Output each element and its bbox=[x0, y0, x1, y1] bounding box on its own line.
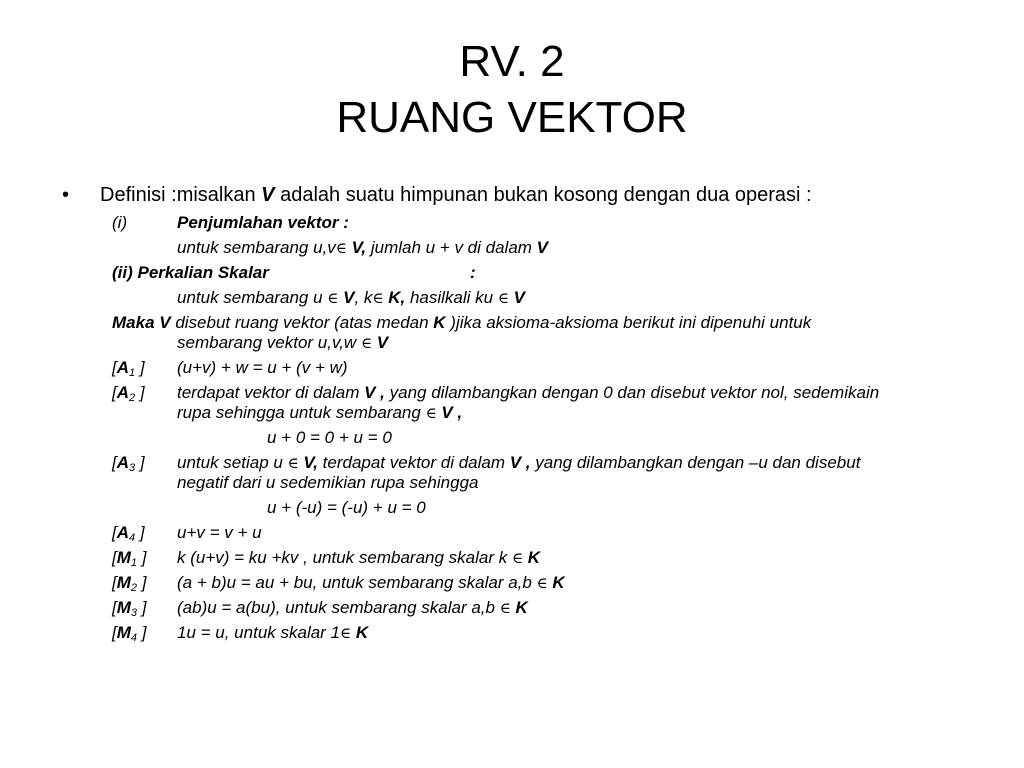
definition-bullet: • Definisi :misalkan V adalah suatu himp… bbox=[62, 182, 1002, 208]
axiom-m2: [M2 ] (a + b)u = au + bu, untuk sembaran… bbox=[112, 573, 565, 594]
axiom-a3: [A3 ] untuk setiap u ∈ V, terdapat vekto… bbox=[112, 453, 861, 492]
axiom-m3: [M3 ] (ab)u = a(bu), untuk sembarang ska… bbox=[112, 598, 528, 619]
axiom-m4-label: [M4 ] bbox=[112, 623, 147, 644]
operation-1-name: Penjumlahan vektor : bbox=[177, 213, 349, 232]
axiom-a4: [A4 ] u+v = v + u bbox=[112, 523, 262, 544]
axiom-a3-label: [A3 ] bbox=[112, 453, 145, 474]
title-line-2: RUANG VEKTOR bbox=[336, 93, 688, 142]
axiom-m1-label: [M1 ] bbox=[112, 548, 147, 569]
operation-1-label: (i) bbox=[112, 213, 128, 232]
operation-2-colon: : bbox=[470, 263, 476, 282]
axiom-a1: [A1 ] (u+v) + w = u + (v + w) bbox=[112, 358, 348, 379]
operation-1-line: untuk sembarang u,v∈ V, jumlah u + v di … bbox=[177, 238, 549, 257]
operation-1-heading: (i) Penjumlahan vektor : bbox=[62, 213, 1002, 233]
operation-2-label: (ii) Perkalian Skalar bbox=[112, 263, 269, 282]
definition-text: Definisi :misalkan V adalah suatu himpun… bbox=[100, 184, 812, 206]
title-line-1: RV. 2 bbox=[459, 37, 565, 86]
axiom-m2-label: [M2 ] bbox=[112, 573, 147, 594]
axiom-m4: [M4 ] 1u = u, untuk skalar 1∈ K bbox=[112, 623, 369, 644]
axiom-m3-label: [M3 ] bbox=[112, 598, 147, 619]
operation-2-line: untuk sembarang u ∈ V, k∈ K, hasilkali k… bbox=[177, 288, 526, 307]
axiom-a3-equation: u + (-u) = (-u) + u = 0 bbox=[267, 498, 426, 517]
axiom-a4-label: [A4 ] bbox=[112, 523, 145, 544]
axiom-m1: [M1 ] k (u+v) = ku +kv , untuk sembarang… bbox=[112, 548, 541, 569]
slide-title: RV. 2 RUANG VEKTOR bbox=[0, 34, 1024, 146]
axiom-a2-equation: u + 0 = 0 + u = 0 bbox=[267, 428, 392, 447]
bullet-dot: • bbox=[62, 184, 70, 206]
axiom-a2: [A2 ] terdapat vektor di dalam V , yang … bbox=[112, 383, 880, 422]
operation-2-heading: (ii) Perkalian Skalar : bbox=[62, 263, 1002, 283]
maka-paragraph: Maka V disebut ruang vektor (atas medan … bbox=[112, 313, 812, 352]
axiom-a1-label: [A1 ] bbox=[112, 358, 145, 379]
axiom-a2-label: [A2 ] bbox=[112, 383, 145, 404]
slide-body: • Definisi :misalkan V adalah suatu himp… bbox=[62, 182, 1002, 644]
